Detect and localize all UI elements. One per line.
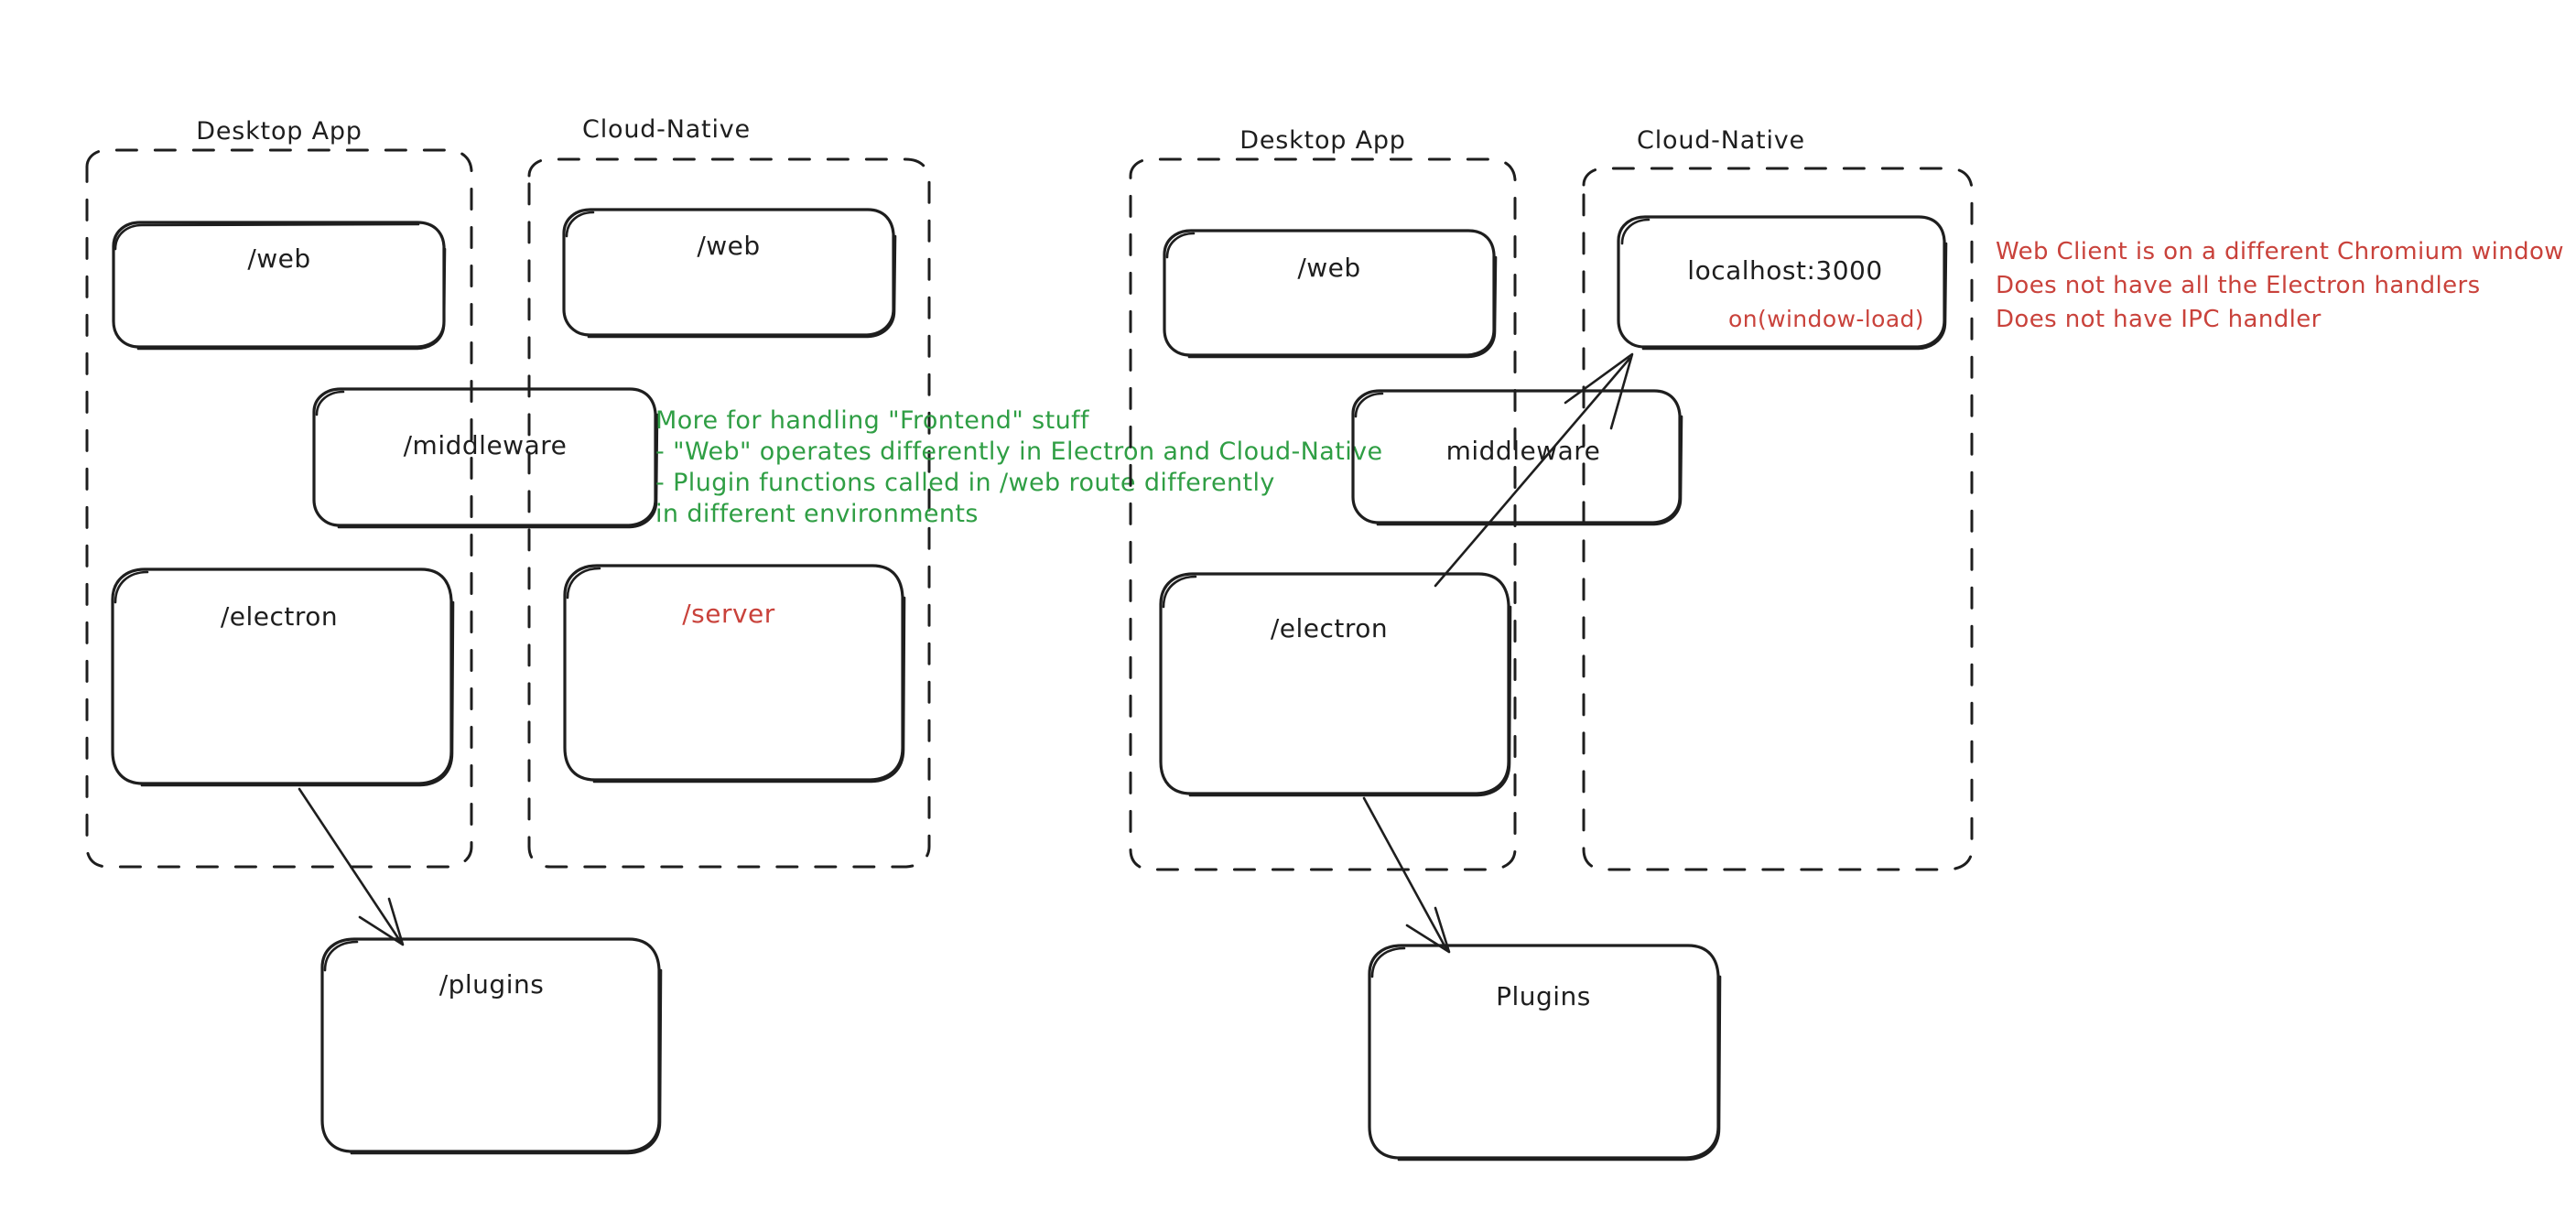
group-label-right-cloud-native: Cloud-Native (1637, 126, 1805, 155)
edge-right-electron-to-localhost (1434, 352, 1634, 588)
group-label-left-cloud-native: Cloud-Native (582, 115, 751, 144)
group-left-cloud-native[interactable] (527, 157, 931, 869)
svg-text:Does not have IPC handler: Does not have IPC handler (1996, 306, 2322, 333)
edge-left-electron-to-plugins (298, 787, 405, 946)
edge-right-electron-to-plugins (1362, 796, 1451, 954)
node-left-cloud-web[interactable] (562, 208, 897, 339)
annotation-green-note: More for handling "Frontend" stuff - "We… (655, 406, 1383, 528)
svg-text:Web Client is on a different C: Web Client is on a different Chromium wi… (1996, 238, 2564, 265)
node-sublabel-right-localhost: on(window-load) (1728, 306, 1924, 332)
group-label-left-desktop-app: Desktop App (196, 117, 362, 146)
node-label-right-localhost: localhost:3000 (1687, 255, 1882, 286)
group-label-right-desktop-app: Desktop App (1239, 126, 1405, 155)
node-right-plugins[interactable] (1368, 944, 1722, 1162)
node-label-left-middleware: /middleware (404, 430, 568, 460)
svg-text:- "Web" operates differently i: - "Web" operates differently in Electron… (655, 438, 1383, 466)
node-label-left-plugins: /plugins (439, 969, 545, 1000)
node-label-left-desktop-web: /web (247, 243, 310, 274)
node-label-right-middleware: middleware (1446, 436, 1601, 466)
group-right-desktop-app[interactable] (1129, 157, 1517, 871)
svg-text:More for handling "Frontend" s: More for handling "Frontend" stuff (655, 406, 1090, 435)
node-right-electron[interactable] (1159, 572, 1512, 797)
node-right-middleware[interactable] (1351, 389, 1683, 526)
node-left-middleware[interactable] (312, 387, 659, 529)
node-label-left-cloud-web: /web (697, 231, 760, 261)
annotation-red-note: Web Client is on a different Chromium wi… (1996, 238, 2564, 333)
node-label-left-server: /server (682, 599, 775, 629)
svg-text:Does not have all the Electron: Does not have all the Electron handlers (1996, 272, 2481, 299)
node-label-right-plugins: Plugins (1496, 981, 1591, 1011)
node-left-electron[interactable] (111, 567, 455, 787)
svg-text:- Plugin functions called in /: - Plugin functions called in /web route … (655, 469, 1275, 497)
node-label-left-electron: /electron (221, 601, 338, 632)
node-label-right-desktop-web: /web (1297, 253, 1360, 283)
node-right-desktop-web[interactable] (1163, 229, 1498, 359)
node-left-desktop-web[interactable] (112, 221, 447, 351)
node-label-right-electron: /electron (1271, 613, 1388, 643)
node-left-server[interactable] (563, 564, 906, 784)
svg-text:in different environments: in different environments (655, 500, 979, 528)
node-right-localhost[interactable] (1617, 215, 1948, 351)
group-left-desktop-app[interactable] (85, 148, 473, 869)
node-left-plugins[interactable] (320, 937, 663, 1155)
